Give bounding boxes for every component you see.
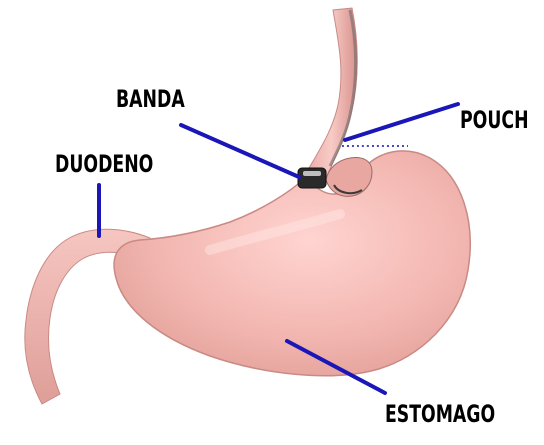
label-estomago: ESTOMAGO xyxy=(385,402,495,426)
label-banda: BANDA xyxy=(116,87,185,111)
label-pouch: POUCH xyxy=(460,108,529,132)
label-duodeno: DUODENO xyxy=(55,152,153,176)
pointer-banda xyxy=(181,125,299,177)
pointer-pouch xyxy=(345,104,458,140)
esophagus xyxy=(305,8,357,180)
